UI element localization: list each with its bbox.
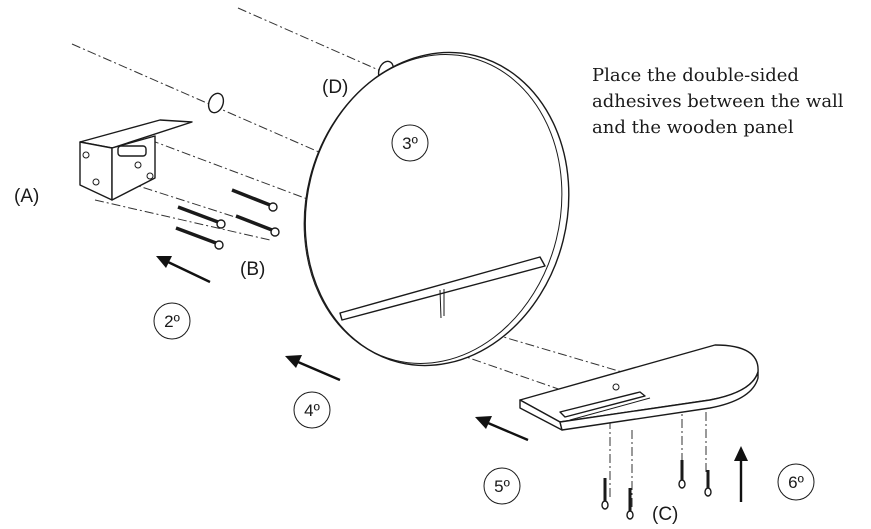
step4-label: 4º xyxy=(304,401,320,420)
arrow-step2 xyxy=(156,256,211,284)
arrow-step5 xyxy=(475,416,529,442)
step3-circle xyxy=(391,124,429,162)
note-line-2: adhesives between the wall xyxy=(592,91,844,112)
adhesive-label: (D) xyxy=(322,77,348,98)
step6-circle xyxy=(777,463,815,501)
wall-bracket xyxy=(79,119,193,201)
step3-label: 3º xyxy=(402,134,418,153)
arrow-step6 xyxy=(734,446,748,502)
step6-label: 6º xyxy=(788,473,804,492)
note-line-1: Place the double-sided xyxy=(592,65,799,86)
screws-label: (B) xyxy=(240,259,265,280)
shelf-screws xyxy=(601,460,712,520)
round-wooden-panel xyxy=(303,51,570,367)
note-line-3: and the wooden panel xyxy=(592,117,794,138)
step2-label: 2º xyxy=(164,312,180,331)
bracket-label: (A) xyxy=(14,186,39,207)
wall-screws xyxy=(175,188,280,250)
shelf xyxy=(519,344,759,431)
arrow-step4 xyxy=(285,355,341,382)
step5-label: 5º xyxy=(494,477,510,496)
step2-circle xyxy=(153,302,191,340)
adhesive-pad-left xyxy=(207,92,225,114)
step4-circle xyxy=(293,391,331,429)
step5-circle xyxy=(483,467,521,505)
shelf-screws-label: (C) xyxy=(652,504,678,525)
